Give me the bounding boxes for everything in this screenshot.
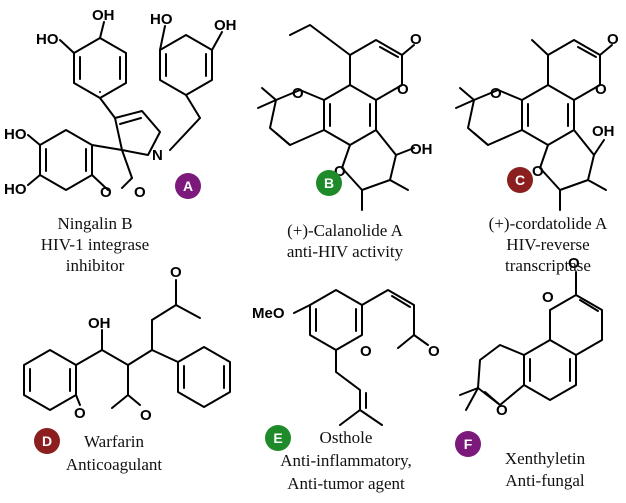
atom-label: O xyxy=(496,402,508,419)
atom-label: O xyxy=(134,184,146,201)
badge-e: E xyxy=(265,425,291,451)
structure-xenthyletin: O O O xyxy=(459,255,603,419)
caption-line: (+)-cordatolide A xyxy=(489,214,608,233)
atom-label: OH xyxy=(410,141,433,158)
structure-cordatolide-a: O O O O OH xyxy=(455,31,619,211)
caption-f: Xenthyletin Anti-fungal xyxy=(505,449,586,490)
caption-e: Osthole Anti-inflammatory, Anti-tumor ag… xyxy=(280,428,412,493)
structure-osthole: O O MeO xyxy=(252,289,440,426)
atom-label: HO xyxy=(36,31,59,48)
atom-label: O xyxy=(568,255,580,272)
atom-label: HO xyxy=(4,126,27,143)
badge-c: C xyxy=(507,167,533,193)
atom-label: O xyxy=(607,31,619,48)
caption-line: Anti-tumor agent xyxy=(287,474,405,493)
structure-warfarin: O O OH O xyxy=(23,264,231,424)
structure-ningalin-b: HO OH N HO OH O O HO HO xyxy=(4,7,237,201)
caption-line: Osthole xyxy=(320,428,373,447)
caption-a: Ningalin B HIV-1 integrase inhibitor xyxy=(41,214,149,275)
badge-d-label: D xyxy=(42,433,52,449)
badge-b-circle xyxy=(316,170,342,196)
caption-line: (+)-Calanolide A xyxy=(287,221,404,240)
atom-label: OH xyxy=(214,17,237,34)
badge-a-label: A xyxy=(183,178,193,194)
caption-line: Warfarin xyxy=(84,432,144,451)
badge-a-circle xyxy=(175,173,201,199)
caption-line: Anticoagulant xyxy=(66,455,163,474)
atom-label: N xyxy=(152,147,163,164)
caption-line: inhibitor xyxy=(66,256,125,275)
atom-label: O xyxy=(100,184,112,201)
atom-label: O xyxy=(532,163,544,180)
caption-line: anti-HIV activity xyxy=(287,242,404,261)
badge-e-circle xyxy=(265,425,291,451)
badge-d-circle xyxy=(34,428,60,454)
badge-f-circle xyxy=(455,431,481,457)
badge-b: B xyxy=(316,170,342,196)
atom-label: O xyxy=(595,81,607,98)
badge-c-circle xyxy=(507,167,533,193)
atom-label: O xyxy=(490,85,502,102)
atom-label: O xyxy=(410,31,422,48)
caption-line: transcriptase xyxy=(505,256,591,275)
atom-label: O xyxy=(292,85,304,102)
atom-label: MeO xyxy=(252,305,285,322)
badge-c-label: C xyxy=(515,172,525,188)
caption-b: (+)-Calanolide A anti-HIV activity xyxy=(287,221,404,261)
atom-label: HO xyxy=(4,181,27,198)
atom-label: O xyxy=(140,407,152,424)
atom-label: OH xyxy=(592,123,615,140)
caption-d: Warfarin Anticoagulant xyxy=(66,432,163,474)
caption-line: Anti-fungal xyxy=(505,471,585,490)
atom-label: OH xyxy=(88,315,111,332)
badge-f-label: F xyxy=(464,436,473,452)
badge-a: A xyxy=(175,173,201,199)
caption-line: Anti-inflammatory, xyxy=(280,451,412,470)
badge-e-label: E xyxy=(273,430,282,446)
caption-c: (+)-cordatolide A HIV-reverse transcript… xyxy=(489,214,608,275)
atom-label: HO xyxy=(150,11,173,28)
atom-label: O xyxy=(542,289,554,306)
structure-calanolide-a: O O O O OH xyxy=(257,24,433,211)
atom-label: O xyxy=(428,343,440,360)
badge-d: D xyxy=(34,428,60,454)
caption-line: Xenthyletin xyxy=(505,449,586,468)
badge-b-label: B xyxy=(324,175,334,191)
atom-label: O xyxy=(170,264,182,281)
caption-line: Ningalin B xyxy=(57,214,132,233)
caption-line: HIV-1 integrase xyxy=(41,235,149,254)
badge-f: F xyxy=(455,431,481,457)
caption-line: HIV-reverse xyxy=(506,235,589,254)
atom-label: O xyxy=(360,343,372,360)
atom-label: OH xyxy=(92,7,115,24)
atom-label: O xyxy=(74,405,86,422)
atom-label: O xyxy=(397,81,409,98)
